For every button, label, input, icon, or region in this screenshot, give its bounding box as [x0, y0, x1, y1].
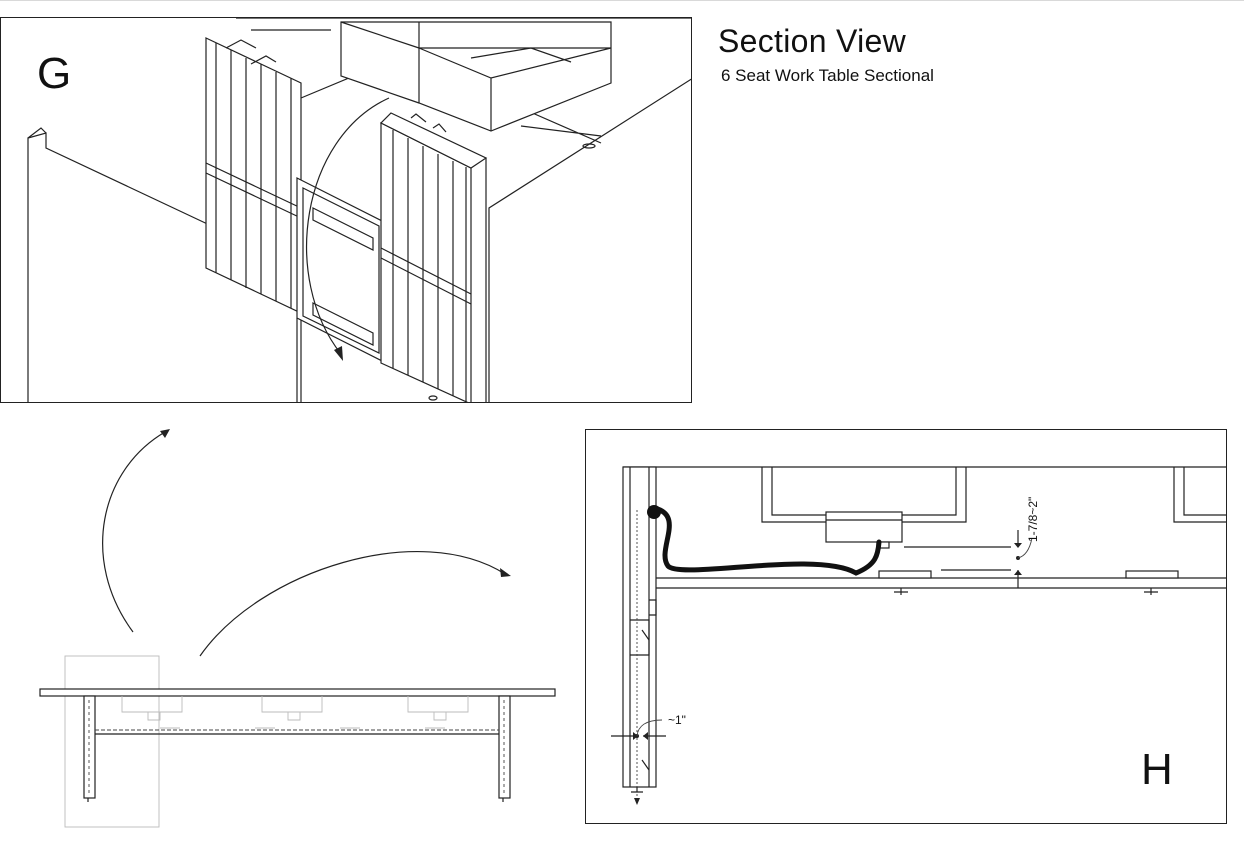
detail-highlight-box [64, 655, 160, 828]
detail-h-drawing: 1-7/8~2" ~1" [611, 466, 1226, 805]
detail-h-panel: H 1-7/8~2" [585, 429, 1227, 824]
table-leg-left [83, 695, 96, 799]
detail-h-label: H [1141, 745, 1173, 794]
top-border-line [0, 0, 1244, 1]
tabletop [39, 688, 556, 697]
detail-g-drawing [27, 18, 691, 402]
dimension-gap-label: ~1" [668, 713, 686, 727]
detail-g-label: G [37, 49, 72, 98]
page-subtitle: 6 Seat Work Table Sectional [721, 66, 934, 85]
elevation-drawing [39, 429, 556, 828]
cable-clip-icon [647, 505, 661, 519]
arrow-head-icon [160, 429, 170, 438]
detail-g-panel: G [0, 17, 692, 403]
dimension-vertical-label: 1-7/8~2" [1026, 497, 1040, 542]
arrow-head-icon [500, 568, 511, 577]
page-title: Section View [718, 23, 907, 59]
table-leg-right [498, 695, 511, 799]
